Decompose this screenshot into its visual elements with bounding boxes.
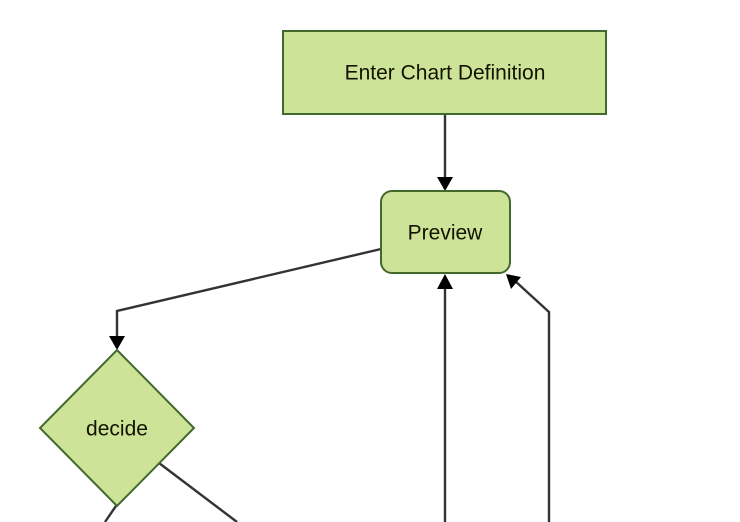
node-enter-chart-definition-label: Enter Chart Definition [345, 62, 546, 85]
edge-preview-to-decide [115, 247, 382, 342]
node-decide-shape[interactable] [38, 348, 196, 508]
node-preview[interactable]: Preview [380, 190, 511, 274]
edge-bottom-right-to-preview [513, 279, 551, 522]
node-preview-label: Preview [408, 222, 484, 245]
node-preview-shape[interactable] [380, 190, 511, 274]
node-enter-chart-definition-shape[interactable] [282, 30, 607, 115]
edge-decide-to-offscreen-right [158, 462, 238, 522]
node-decide[interactable]: decide [38, 348, 196, 508]
node-enter-chart-definition[interactable]: Enter Chart Definition [282, 30, 607, 115]
arrowhead-into-preview-top [437, 177, 453, 191]
edge-layer [104, 114, 551, 522]
node-layer: Enter Chart Definition Preview decide [38, 30, 607, 508]
arrowhead-into-preview-bottom [437, 274, 453, 289]
arrowhead-into-decide-top [109, 336, 125, 350]
node-decide-label: decide [86, 418, 148, 441]
arrowhead-into-preview-corner [506, 274, 521, 289]
